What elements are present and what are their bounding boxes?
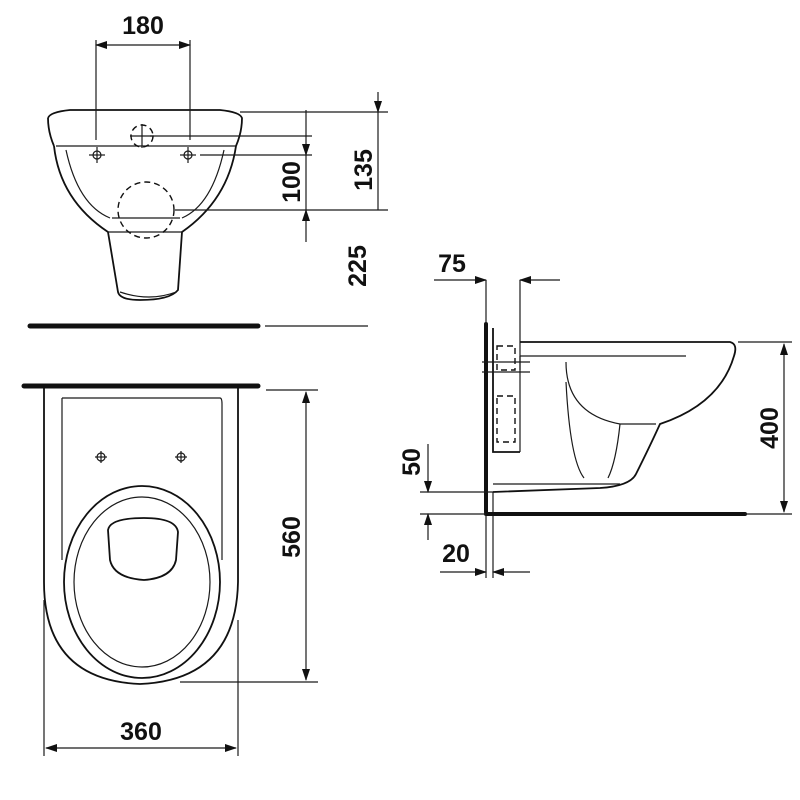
seat-ring-outer xyxy=(63,485,221,679)
dim-100-label: 100 xyxy=(278,161,306,203)
dim-135-label: 135 xyxy=(350,149,378,191)
fixing-hole-right xyxy=(180,147,196,163)
side-bowl-outline xyxy=(492,341,737,493)
plan-bowl-outline xyxy=(43,386,239,685)
dim-560-label: 560 xyxy=(278,516,306,558)
bowl-opening xyxy=(107,517,179,581)
dim-75-label: 75 xyxy=(438,250,466,278)
dim-360-label: 360 xyxy=(120,718,162,746)
seat-bolt-left xyxy=(95,451,107,463)
top-view: 180 100 135 225 xyxy=(27,12,388,329)
outlet-circle xyxy=(117,181,175,239)
top-view-rim xyxy=(47,109,243,147)
dim-225-label: 225 xyxy=(344,245,372,287)
dim-180-label: 180 xyxy=(122,12,164,40)
top-view-bowl-outline xyxy=(53,145,237,301)
dim-50-label: 50 xyxy=(398,448,426,476)
seat-ring-inner xyxy=(73,496,211,668)
dim-400-label: 400 xyxy=(756,407,784,449)
dim-20-label: 20 xyxy=(442,540,470,568)
plan-view: 560 360 xyxy=(21,383,318,756)
side-view: 75 400 50 20 xyxy=(398,250,792,578)
seat-bolt-right xyxy=(175,451,187,463)
fixing-hole-left xyxy=(89,147,105,163)
